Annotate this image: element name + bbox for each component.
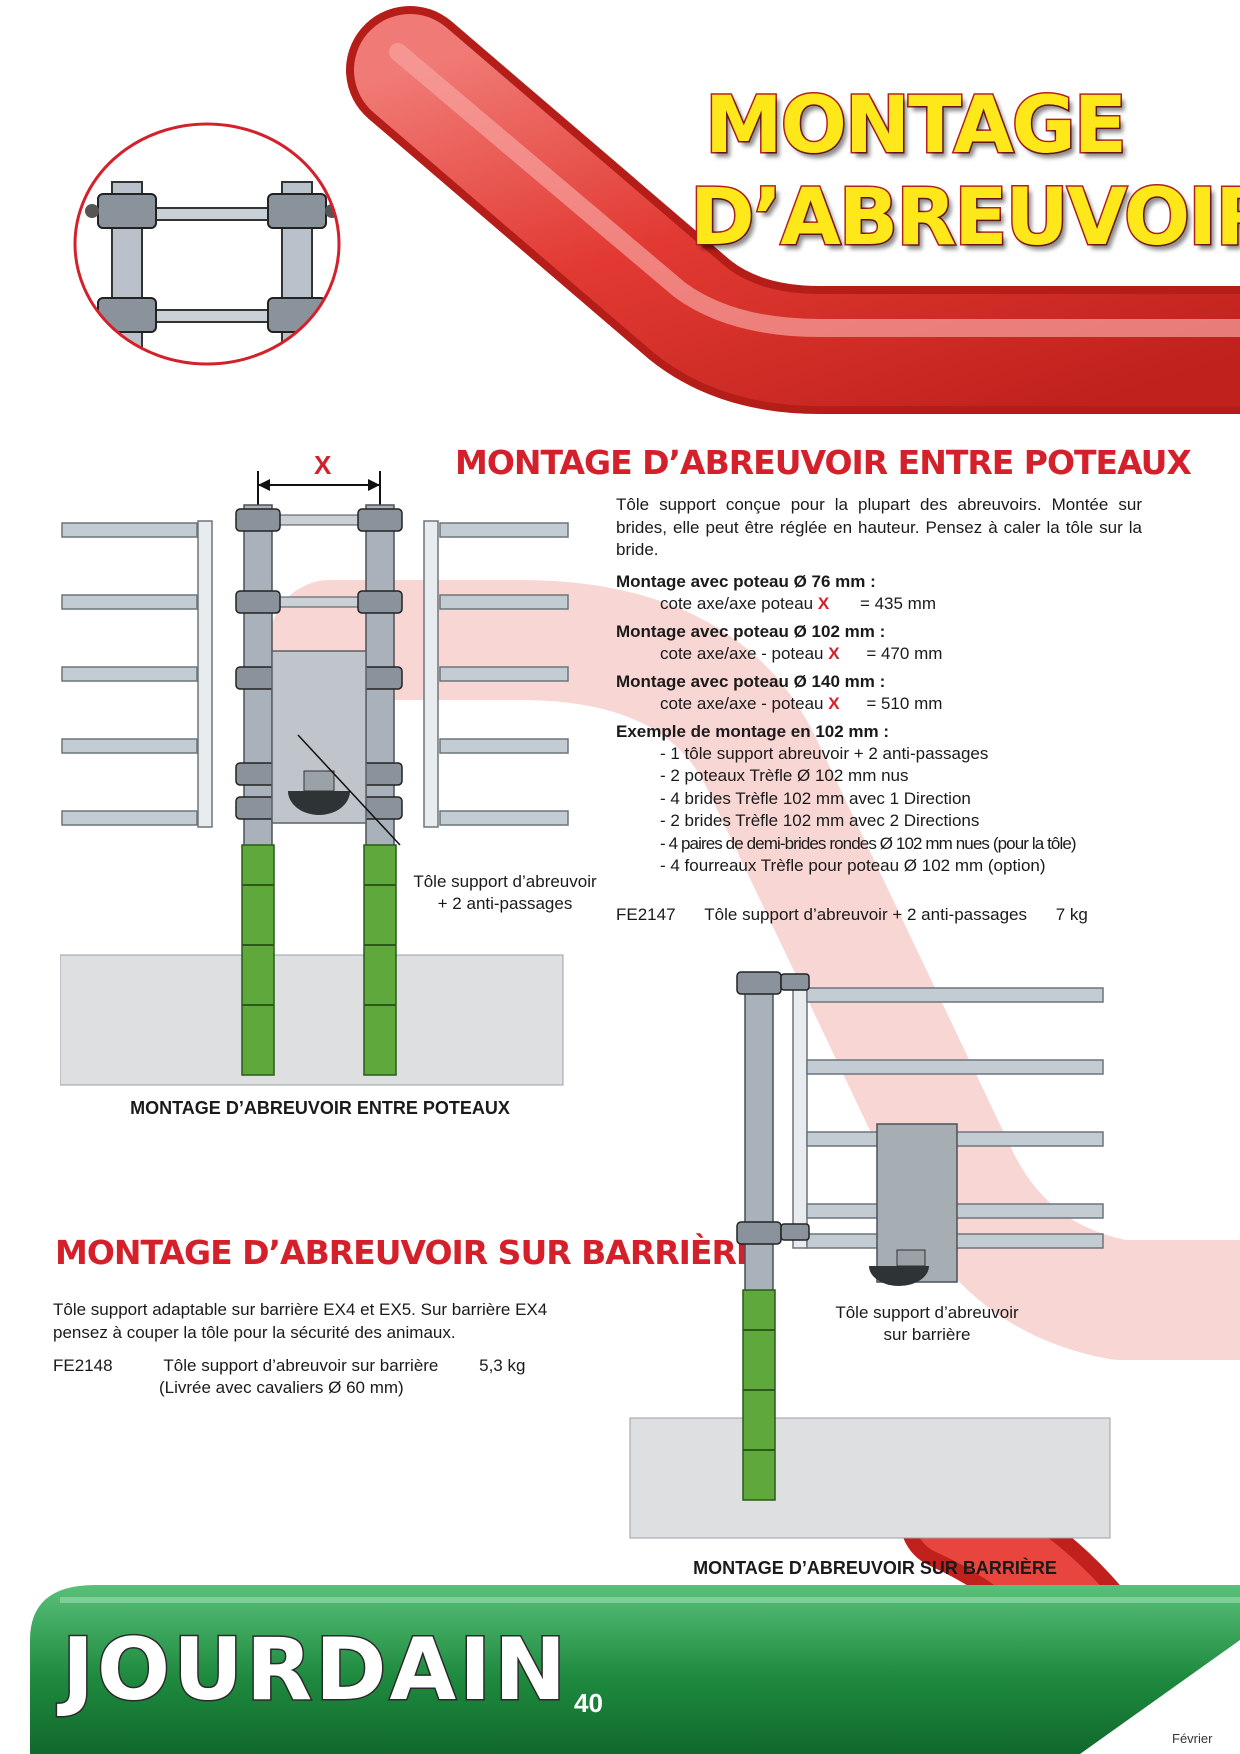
product-row-fe2147: FE2147 Tôle support d’abreuvoir + 2 anti…: [616, 904, 1088, 926]
example-item: - 4 brides Trèfle 102 mm avec 1 Directio…: [660, 788, 971, 808]
title-line-2: D’ABREUVOIR: [689, 172, 1240, 265]
dimension-x-label: X: [314, 450, 332, 480]
spec-140-line: cote axe/axe - poteau X = 510 mm: [616, 693, 1142, 715]
section2-callout-line2: sur barrière: [883, 1325, 971, 1344]
example-item: - 4 paires de demi-brides rondes Ø 102 m…: [660, 833, 1077, 853]
spec-102-line: cote axe/axe - poteau X = 470 mm: [616, 643, 1142, 665]
title-line-1: MONTAGE: [703, 80, 1128, 173]
diagram-on-barrier: [629, 971, 1111, 1539]
section1-caption: MONTAGE D’ABREUVOIR ENTRE POTEAUX: [130, 1098, 510, 1118]
section1-heading: MONTAGE D’ABREUVOIR ENTRE POTEAUX: [455, 443, 1192, 482]
section2-intro-line2: pensez à couper la tôle pour la sécurité…: [53, 1322, 456, 1342]
section2-intro: Tôle support adaptable sur barrière EX4 …: [53, 1299, 633, 1344]
spec-102-x: X: [828, 643, 840, 663]
spec-76-x: X: [817, 593, 830, 613]
spec-140-label: cote axe/axe - poteau: [660, 693, 824, 713]
example-title: Exemple de montage en 102 mm :: [616, 721, 890, 741]
spec-76-line: cote axe/axe poteau X = 435 mm: [616, 593, 1142, 615]
spec-140-value: = 510 mm: [866, 693, 943, 713]
spec-76-label: cote axe/axe poteau: [660, 593, 814, 613]
product-desc: Tôle support d’abreuvoir + 2 anti-passag…: [704, 905, 1027, 924]
spec-102: Montage avec poteau Ø 102 mm : cote axe/…: [616, 621, 1142, 665]
product-row-fe2148: FE2148 Tôle support d’abreuvoir sur barr…: [53, 1355, 525, 1377]
example-item: - 1 tôle support abreuvoir + 2 anti-pass…: [660, 743, 989, 763]
section1-callout: Tôle support d’abreuvoir + 2 anti-passag…: [395, 871, 615, 915]
detail-zoom-circle: [73, 122, 341, 366]
section2-callout-line1: Tôle support d’abreuvoir: [835, 1303, 1019, 1322]
footer-month: Février: [1172, 1731, 1213, 1746]
example-item: - 4 fourreaux Trèfle pour poteau Ø 102 m…: [660, 856, 1046, 875]
product-weight: 5,3 kg: [479, 1356, 526, 1375]
spec-102-label: cote axe/axe - poteau: [660, 643, 824, 663]
spec-76: Montage avec poteau Ø 76 mm : cote axe/a…: [616, 571, 1142, 615]
product-ref: FE2148: [53, 1356, 113, 1375]
product-ref: FE2147: [616, 905, 676, 924]
section1-text-block: Tôle support conçue pour la plupart des …: [616, 494, 1142, 878]
spec-140-x: X: [828, 693, 840, 713]
section2-caption: MONTAGE D’ABREUVOIR SUR BARRIÈRE: [693, 1558, 1057, 1578]
product-note: (Livrée avec cavaliers Ø 60 mm): [159, 1378, 404, 1397]
spec-140-title: Montage avec poteau Ø 140 mm :: [616, 671, 886, 691]
jourdain-logo: JOURDAIN: [60, 1619, 570, 1722]
spec-140: Montage avec poteau Ø 140 mm : cote axe/…: [616, 671, 1142, 715]
page-number: 40: [574, 1688, 603, 1718]
spec-102-title: Montage avec poteau Ø 102 mm :: [616, 621, 886, 641]
section1-callout-line1: Tôle support d’abreuvoir: [413, 872, 597, 891]
example-item: - 2 brides Trèfle 102 mm avec 2 Directio…: [660, 811, 980, 830]
spec-102-value: = 470 mm: [866, 643, 943, 663]
section2-callout: Tôle support d’abreuvoir sur barrière: [807, 1302, 1047, 1346]
spec-76-title: Montage avec poteau Ø 76 mm :: [616, 571, 876, 591]
example-item: - 2 poteaux Trèfle Ø 102 mm nus: [660, 766, 909, 785]
section1-intro: Tôle support conçue pour la plupart des …: [616, 495, 1142, 559]
page-title: MONTAGE D’ABREUVOIR: [689, 80, 1240, 265]
product-desc: Tôle support d’abreuvoir sur barrière: [163, 1356, 439, 1375]
product-weight: 7 kg: [1055, 905, 1088, 924]
diagram-between-posts: [60, 471, 569, 1086]
spec-76-value: = 435 mm: [859, 593, 936, 613]
section2-intro-line1: Tôle support adaptable sur barrière EX4 …: [53, 1300, 548, 1319]
section2-heading: MONTAGE D’ABREUVOIR SUR BARRIÈRE: [55, 1233, 758, 1272]
section1-callout-line2: + 2 anti-passages: [437, 894, 573, 913]
